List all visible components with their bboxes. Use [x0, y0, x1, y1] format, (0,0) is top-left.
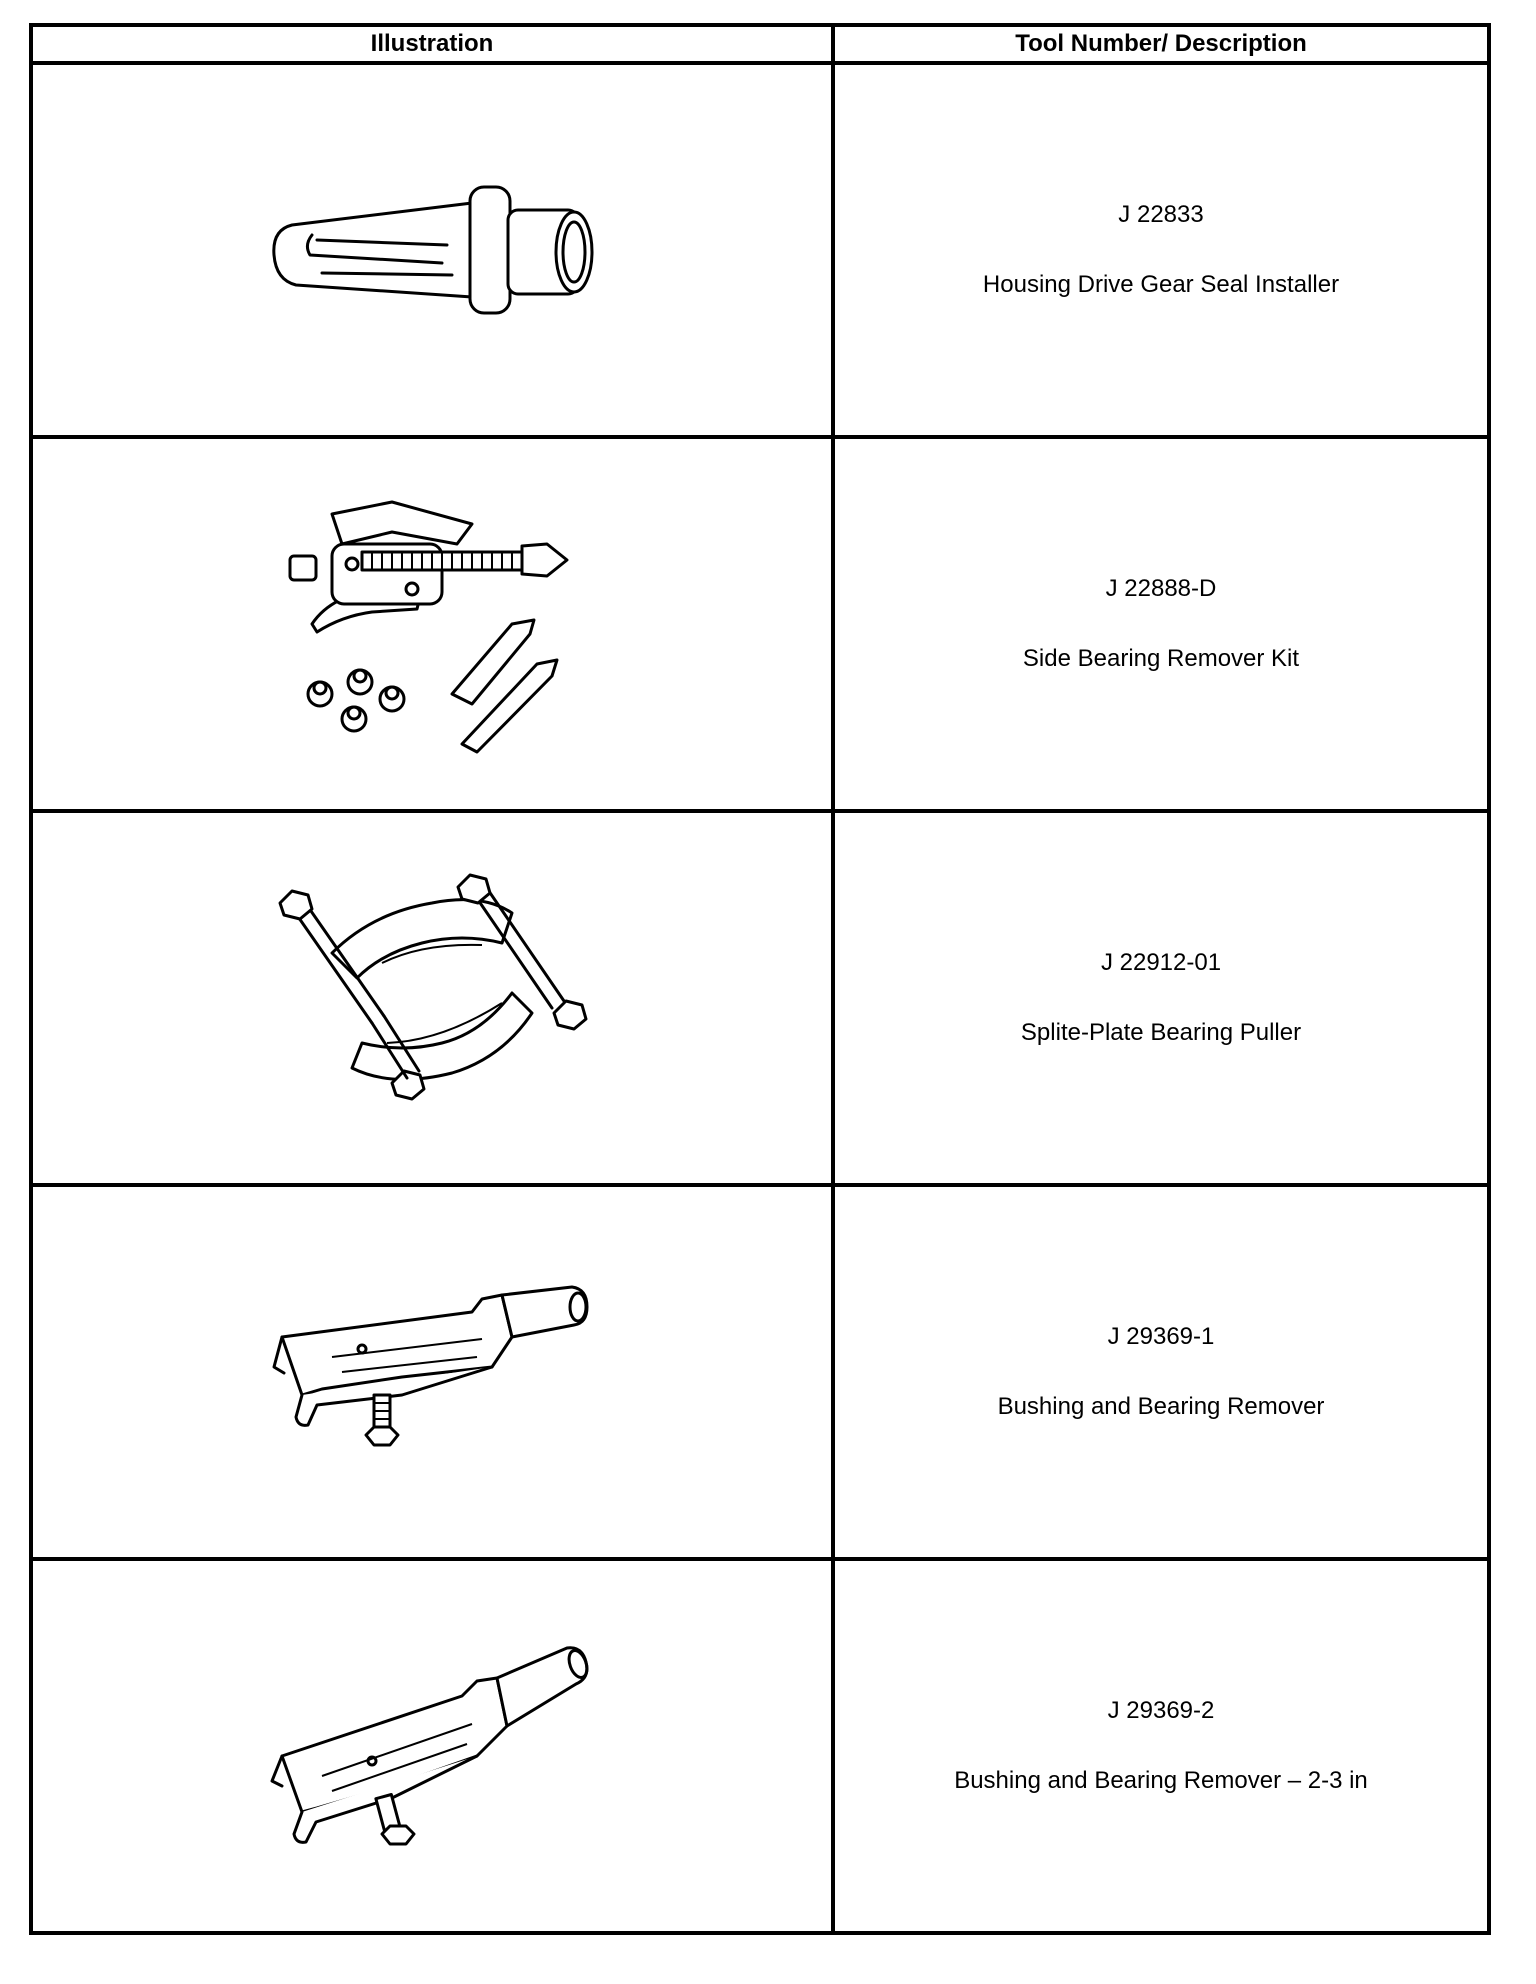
tool-info-cell: J 29369-1 Bushing and Bearing Remover [831, 1183, 1491, 1561]
bearing-remover-kit-icon [288, 500, 569, 754]
illustration-column-header: Illustration [29, 23, 835, 65]
tool-description: Housing Drive Gear Seal Installer [982, 271, 1340, 298]
bushing-remover-icon [272, 1285, 589, 1447]
table-header-row: Illustration Tool Number/ Description [29, 23, 1491, 65]
illustration-cell [29, 61, 835, 439]
split-plate-puller-icon [278, 873, 588, 1101]
tool-info-cell: J 22912-01 Splite-Plate Bearing Puller [831, 809, 1491, 1187]
table-row: J 22833 Housing Drive Gear Seal Installe… [29, 61, 1491, 439]
special-tools-table: Illustration Tool Number/ Description [29, 23, 1491, 1935]
tool-number: J 29369-2 [1107, 1697, 1215, 1724]
table-row: J 22912-01 Splite-Plate Bearing Puller [29, 809, 1491, 1187]
bushing-remover-2-3-icon [270, 1646, 589, 1846]
tool-column-header: Tool Number/ Description [831, 23, 1491, 65]
illustration-cell [29, 809, 835, 1187]
tool-description: Bushing and Bearing Remover [997, 1393, 1325, 1420]
tool-number: J 29369-1 [1107, 1323, 1215, 1350]
illustration-cell [29, 435, 835, 813]
tool-number: J 22912-01 [1100, 949, 1222, 976]
tool-info-cell: J 22888-D Side Bearing Remover Kit [831, 435, 1491, 813]
seal-installer-icon [272, 185, 594, 315]
illustration-cell [29, 1557, 835, 1935]
tool-number: J 22888-D [1105, 575, 1217, 602]
tool-description: Splite-Plate Bearing Puller [1020, 1019, 1302, 1046]
tool-description: Bushing and Bearing Remover – 2-3 in [954, 1767, 1368, 1794]
tool-info-cell: J 29369-2 Bushing and Bearing Remover – … [831, 1557, 1491, 1935]
tool-description: Side Bearing Remover Kit [1022, 645, 1300, 672]
table-row: J 22888-D Side Bearing Remover Kit [29, 435, 1491, 813]
tool-info-cell: J 22833 Housing Drive Gear Seal Installe… [831, 61, 1491, 439]
illustration-cell [29, 1183, 835, 1561]
table-row: J 29369-2 Bushing and Bearing Remover – … [29, 1557, 1491, 1935]
tool-number: J 22833 [1118, 201, 1204, 228]
table-row: J 29369-1 Bushing and Bearing Remover [29, 1183, 1491, 1561]
